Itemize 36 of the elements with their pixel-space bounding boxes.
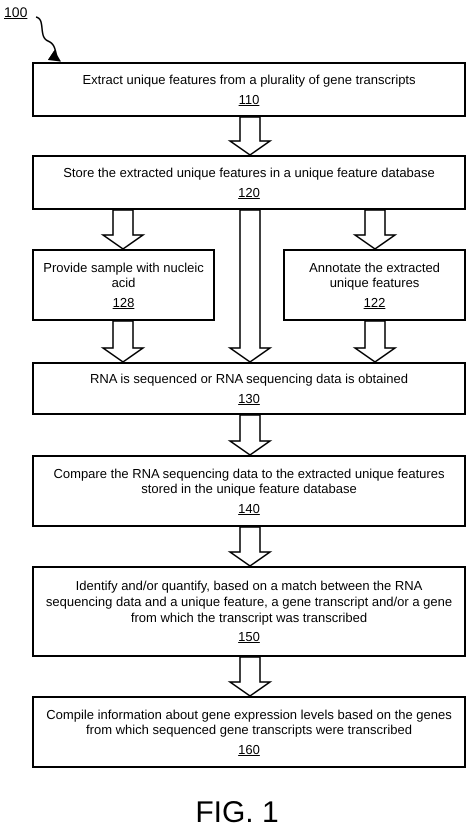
step-text: RNA is sequenced or RNA sequencing data is obtained: [90, 370, 408, 386]
step-text: Provide sample with nucleic acid: [42, 260, 205, 291]
reference-numeral: 140: [238, 500, 260, 516]
reference-numeral: 150: [238, 629, 260, 645]
block-arrow: [100, 320, 146, 363]
reference-numeral: 110: [238, 92, 260, 108]
block-arrow: [228, 116, 272, 156]
reference-numeral: 100: [4, 2, 28, 22]
step-text: Store the extracted unique features in a unique feature database: [63, 164, 435, 180]
process-box: [32, 249, 215, 321]
reference-numeral: 128: [112, 294, 134, 310]
process-box: [32, 696, 466, 768]
block-arrow: [352, 209, 398, 250]
reference-numeral: 130: [238, 390, 260, 406]
block-arrow: [352, 320, 398, 363]
step-text: Compare the RNA sequencing data to the extracted unique features stored in the unique feature database: [52, 466, 446, 497]
block-arrow: [228, 414, 272, 456]
step-text: Extract unique features from a plurality of gene transcripts: [82, 72, 416, 88]
reference-numeral: 160: [238, 742, 260, 758]
process-box: [283, 249, 466, 321]
step-text: Compile information about gene expression levels based on the genes from which sequenced gene transcripts were transcribed: [45, 706, 453, 738]
step-text: Identify and/or quantify, based on a match between the RNA sequencing data and a unique feature, a gene transcript and/or a gene from which the transcript was transcribed: [44, 578, 454, 626]
step-text: Annotate the extracted unique features: [308, 260, 441, 291]
block-arrow: [228, 656, 272, 697]
reference-numeral: 120: [238, 184, 260, 200]
process-box: [32, 62, 466, 117]
process-box: [32, 362, 466, 415]
block-arrow: [100, 209, 146, 250]
process-box: [32, 455, 466, 527]
block-arrow: [228, 209, 272, 363]
block-arrow: [228, 526, 272, 567]
reference-numeral: 122: [364, 294, 386, 310]
reference-arrow: [36, 16, 61, 62]
process-box: [32, 155, 466, 210]
figure-caption: FIG. 1: [195, 795, 279, 831]
process-box: [32, 566, 466, 657]
